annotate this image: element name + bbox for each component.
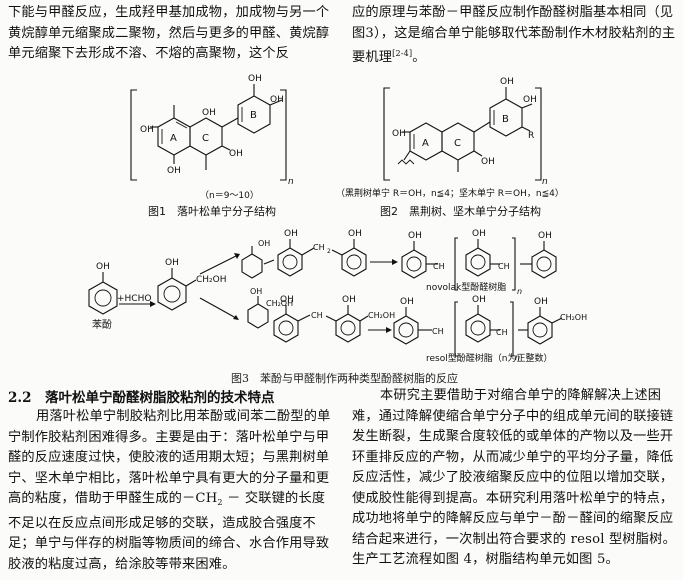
ch2-label: CH — [433, 262, 445, 271]
oh-label: OH — [250, 287, 262, 296]
oh-label: OH — [472, 229, 486, 239]
figure-area: n A C OH B OH OH OH OH OH （n＝9～10） 图1 落叶… — [88, 74, 587, 364]
paragraph-top-left: 下能与甲醛反应，生成羟甲基加成物，加成物与另一个黄烷醇单元缩聚成二聚物，然后与更… — [8, 3, 334, 65]
novolak-ring-3 — [531, 249, 557, 279]
novolak-label: novolak型酚醛树脂 — [426, 281, 506, 293]
subscript: 2 — [217, 498, 223, 507]
oh-label: OH — [284, 229, 298, 239]
phenol-ring-small — [241, 253, 263, 279]
methylol-ring — [157, 277, 187, 311]
figure-1-caption: 图1 落叶松单宁分子结构 — [148, 204, 276, 218]
fig2-note: （黑荆树单宁 R＝OH，n≦4；坚木单宁 R＝OH，n≦4） — [336, 187, 564, 199]
ring-b-label: B — [502, 114, 509, 125]
paragraph-text: 应的原理与苯酚－甲醛反应制作酚醛树脂基本相同（见图3），这是缩合单宁能够取代苯酚… — [352, 3, 678, 69]
ring-a-label: A — [422, 138, 429, 149]
n-subscript: n — [515, 353, 520, 362]
oh-label: OH — [538, 231, 552, 241]
subscript-2: 2 — [327, 248, 331, 255]
dimer-ring-3 — [273, 313, 299, 343]
oh-label: OH — [140, 125, 154, 135]
right-bracket — [535, 87, 542, 181]
oh-label: OH — [392, 129, 406, 139]
left-bracket — [130, 89, 137, 181]
ch2oh-label: CH₂OH — [196, 275, 227, 285]
text-run: 。 — [412, 50, 426, 65]
wavy-bond — [397, 159, 415, 165]
ch2-label: CH — [432, 327, 444, 336]
dimer-ring-2 — [341, 247, 367, 277]
ch2-label: CH — [498, 262, 510, 271]
ch2oh-label: CH₂OH — [560, 313, 587, 322]
ch2oh-label: CH₂OH — [266, 299, 293, 308]
phenol-label: 苯酚 — [92, 318, 112, 331]
methylol-ring-small — [247, 303, 269, 329]
dimer-ring-4 — [335, 313, 361, 343]
ch2-label: CH — [311, 311, 323, 320]
right-bracket — [280, 89, 287, 181]
hcho-label: +HCHO — [117, 294, 151, 304]
dimer-ring-1 — [277, 247, 303, 277]
paragraph-bottom-right: 本研究主要借助于对缩合单宁的降解解决上述困难，通过降解使缩合单宁分子中的组成单元… — [352, 386, 678, 571]
paragraph-text: 用落叶松单宁制胶粘剂比用苯酚或间苯二酚型的单宁制作胶粘剂困难得多。主要是由于：落… — [8, 407, 334, 575]
resol-ring-1 — [393, 315, 419, 345]
n-subscript: n — [288, 177, 294, 187]
arrow-head — [150, 301, 156, 307]
oh-label: OH — [534, 297, 548, 307]
section-heading: 2.2 落叶松单宁酚醛树脂胶粘剂的技术特点 — [8, 390, 275, 406]
fig1-n-note: （n＝9～10） — [200, 190, 259, 201]
ring-oxygen-label: OH — [202, 108, 216, 118]
ch2-label: CH — [496, 328, 508, 337]
oh-label: OH — [342, 295, 356, 305]
figure-2-caption: 图2 黑荆树、坚木单宁分子结构 — [380, 204, 541, 218]
novolak-ring-2 — [465, 247, 491, 277]
ch2-label: CH — [313, 243, 325, 252]
n-subscript: n — [542, 177, 548, 187]
resol-label: resol型酚醛树脂（n为正整数） — [426, 352, 552, 364]
paragraph-top-right: 应的原理与苯酚－甲醛反应制作酚醛树脂基本相同（见图3），这是缩合单宁能够取代苯酚… — [352, 3, 678, 69]
text-run: 应的原理与苯酚－甲醛反应制作酚醛树脂基本相同（见图3），这是缩合单宁能够取代苯酚… — [352, 5, 676, 65]
citation: [2-4] — [392, 49, 413, 58]
oh-label: OH — [280, 295, 294, 305]
oh-label: OH — [270, 95, 284, 105]
ring-c-label: C — [454, 138, 461, 149]
oh-label: OH — [400, 297, 414, 307]
oh-label: OH — [258, 239, 270, 248]
figure-3-caption: 图3 苯酚与甲醛制作两种类型酚醛树脂的反应 — [231, 372, 458, 385]
text-run: 用落叶松单宁制胶粘剂比用苯酚或间苯二酚型的单宁制作胶粘剂困难得多。主要是由于：落… — [8, 409, 331, 506]
r-label: R — [528, 131, 534, 141]
figure-2-structure: n A C B OH OH R OH OH （黑荆树单宁 R＝OH，n≦4；坚木… — [336, 77, 564, 199]
ring-b-label: B — [250, 110, 257, 121]
text-run: － 交联键的长度不足以在反应点间形成足够的交联，造成胶合强度不足；单宁与伴存的树… — [8, 491, 330, 572]
figure-3-scheme: OH 苯酚 +HCHO OH CH₂OH OH OH CH 2 OH — [88, 229, 587, 364]
novolak-ring-1 — [401, 249, 427, 279]
paragraph-bottom-left: 用落叶松单宁制胶粘剂比用苯酚或间苯二酚型的单宁制作胶粘剂困难得多。主要是由于：落… — [8, 407, 334, 575]
oh-label: OH — [229, 149, 243, 159]
paragraph-text: 本研究主要借助于对缩合单宁的降解解决上述困难，通过降解使缩合单宁分子中的组成单元… — [352, 388, 676, 567]
oh-label: OH — [165, 258, 179, 268]
n-subscript: n — [517, 287, 522, 296]
oh-label: OH — [348, 229, 362, 239]
resol-ring-2 — [465, 313, 491, 343]
oh-label: OH — [481, 157, 495, 167]
resol-ring-3 — [527, 315, 553, 345]
oh-label: OH — [167, 166, 181, 176]
oh-label: OH — [96, 262, 110, 272]
oh-label: OH — [500, 77, 514, 87]
paragraph-text: 下能与甲醛反应，生成羟甲基加成物，加成物与另一个黄烷醇单元缩聚成二聚物，然后与更… — [8, 5, 330, 61]
oh-label: OH — [248, 74, 262, 84]
left-bracket — [383, 87, 390, 181]
ring-a-label: A — [170, 133, 177, 144]
ch2oh-label: CH₂OH — [368, 311, 395, 320]
figure-1-structure: n A C OH B OH OH OH OH OH （n＝9～10） — [130, 74, 294, 201]
ring-c-label: C — [202, 133, 209, 144]
phenol-ring — [88, 281, 118, 315]
oh-label: OH — [472, 295, 486, 305]
oh-label: OH — [523, 95, 537, 105]
oh-label: OH — [408, 231, 422, 241]
